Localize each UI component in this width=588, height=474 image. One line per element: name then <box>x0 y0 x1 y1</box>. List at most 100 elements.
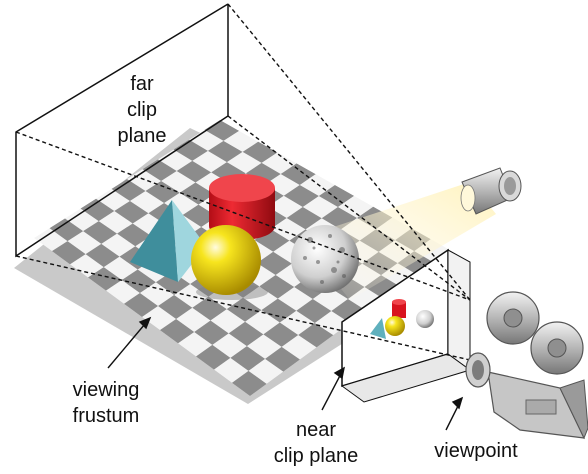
marble-speckle <box>328 234 332 238</box>
marble-speckle <box>331 267 337 273</box>
mini-yellow-sphere <box>385 316 405 336</box>
checker-tile <box>242 141 278 163</box>
checker-tile <box>226 297 262 322</box>
checker-tile <box>117 223 152 247</box>
checker-tile <box>158 295 193 319</box>
checker-tile <box>192 150 227 173</box>
near-clip-plane-label: near clip plane <box>274 419 359 467</box>
svg-text:far: far <box>130 73 154 95</box>
near-clip-plane-box <box>340 248 472 403</box>
movie-camera-icon <box>465 291 588 440</box>
mini-cylinder <box>392 302 406 318</box>
checker-tile <box>121 269 156 294</box>
checker-tile <box>70 254 104 278</box>
checker-tile <box>103 256 138 281</box>
checker-tile <box>245 310 280 335</box>
checker-tile <box>83 221 118 244</box>
checker-tile <box>296 299 332 323</box>
checker-tile <box>228 321 264 347</box>
checker-tile <box>176 160 212 183</box>
checker-tile <box>210 309 246 334</box>
marble-speckle <box>312 246 316 250</box>
label-leaders <box>107 316 464 431</box>
checker-tile <box>173 139 208 161</box>
checker-tile <box>286 207 322 230</box>
checker-tile <box>302 196 338 219</box>
marble-speckle <box>303 256 307 260</box>
checker-tile <box>246 334 282 359</box>
checker-tile <box>257 251 292 275</box>
checker-tile <box>34 228 68 252</box>
checker-tile <box>178 331 213 357</box>
checker-tile <box>114 201 149 224</box>
checker-tile <box>207 140 243 163</box>
checker-tile <box>214 357 249 383</box>
checker-tile <box>192 296 227 321</box>
checker-tile <box>279 310 315 335</box>
far-clip-plane-label: far clip plane <box>118 73 167 147</box>
checker-tile <box>318 185 355 208</box>
marble-sphere <box>291 225 359 293</box>
checker-tile <box>263 322 299 347</box>
checker-tile <box>299 174 335 196</box>
svg-text:plane: plane <box>118 125 167 147</box>
checker-tile <box>88 267 122 291</box>
checker-tile <box>281 334 317 360</box>
checker-tile <box>212 333 247 358</box>
marble-speckle <box>316 260 320 264</box>
checker-tile <box>248 358 284 384</box>
checker-tile <box>145 180 180 203</box>
checker-tile <box>226 151 262 174</box>
checker-tile <box>124 293 159 317</box>
checker-tile <box>230 346 266 371</box>
checker-tile <box>111 179 146 202</box>
checker-tile <box>98 211 133 234</box>
checker-tile <box>267 195 303 218</box>
teal-pyramid <box>130 200 206 282</box>
checker-tile <box>232 370 267 396</box>
checker-tile <box>176 307 211 332</box>
checker-tile <box>164 192 199 215</box>
checker-tile <box>277 287 313 311</box>
checker-tile <box>101 233 136 257</box>
svg-text:clip: clip <box>127 99 157 121</box>
checker-tile <box>312 287 348 311</box>
checker-tile <box>65 208 99 232</box>
mini-pyramid <box>370 318 386 339</box>
checker-tile <box>155 271 191 295</box>
checker-tile <box>158 149 193 171</box>
checker-tile <box>49 218 84 242</box>
checker-tile <box>189 129 224 151</box>
yellow-sphere <box>191 225 268 300</box>
checker-tile <box>270 218 306 241</box>
frustum-lines <box>15 3 471 361</box>
checker-tile <box>67 231 102 255</box>
marble-speckle <box>320 280 324 284</box>
marble-speckle <box>342 274 346 278</box>
checker-tile <box>259 275 295 299</box>
checker-tile <box>194 320 229 345</box>
checker-tile <box>243 286 278 311</box>
checker-tile <box>142 159 177 181</box>
checker-tile <box>265 346 300 372</box>
checker-tile <box>96 188 130 212</box>
checker-tile <box>161 170 196 193</box>
checker-tile <box>280 163 316 185</box>
checker-tile <box>298 322 334 348</box>
checker-tile <box>196 344 231 370</box>
checker-tile <box>174 284 209 308</box>
svg-text:clip plane: clip plane <box>274 445 359 467</box>
checker-tile <box>261 152 297 174</box>
checker-tile <box>261 298 297 323</box>
checker-tile <box>179 182 215 205</box>
checker-tile <box>139 282 175 306</box>
spotlight-icon <box>460 167 522 215</box>
checker-tile <box>160 318 195 344</box>
svg-text:frustum: frustum <box>73 405 140 427</box>
svg-text:viewing: viewing <box>73 379 140 401</box>
checker-tile <box>142 306 177 331</box>
svg-text:near: near <box>296 419 336 441</box>
viewing-frustum-label: viewing frustum <box>73 379 140 427</box>
